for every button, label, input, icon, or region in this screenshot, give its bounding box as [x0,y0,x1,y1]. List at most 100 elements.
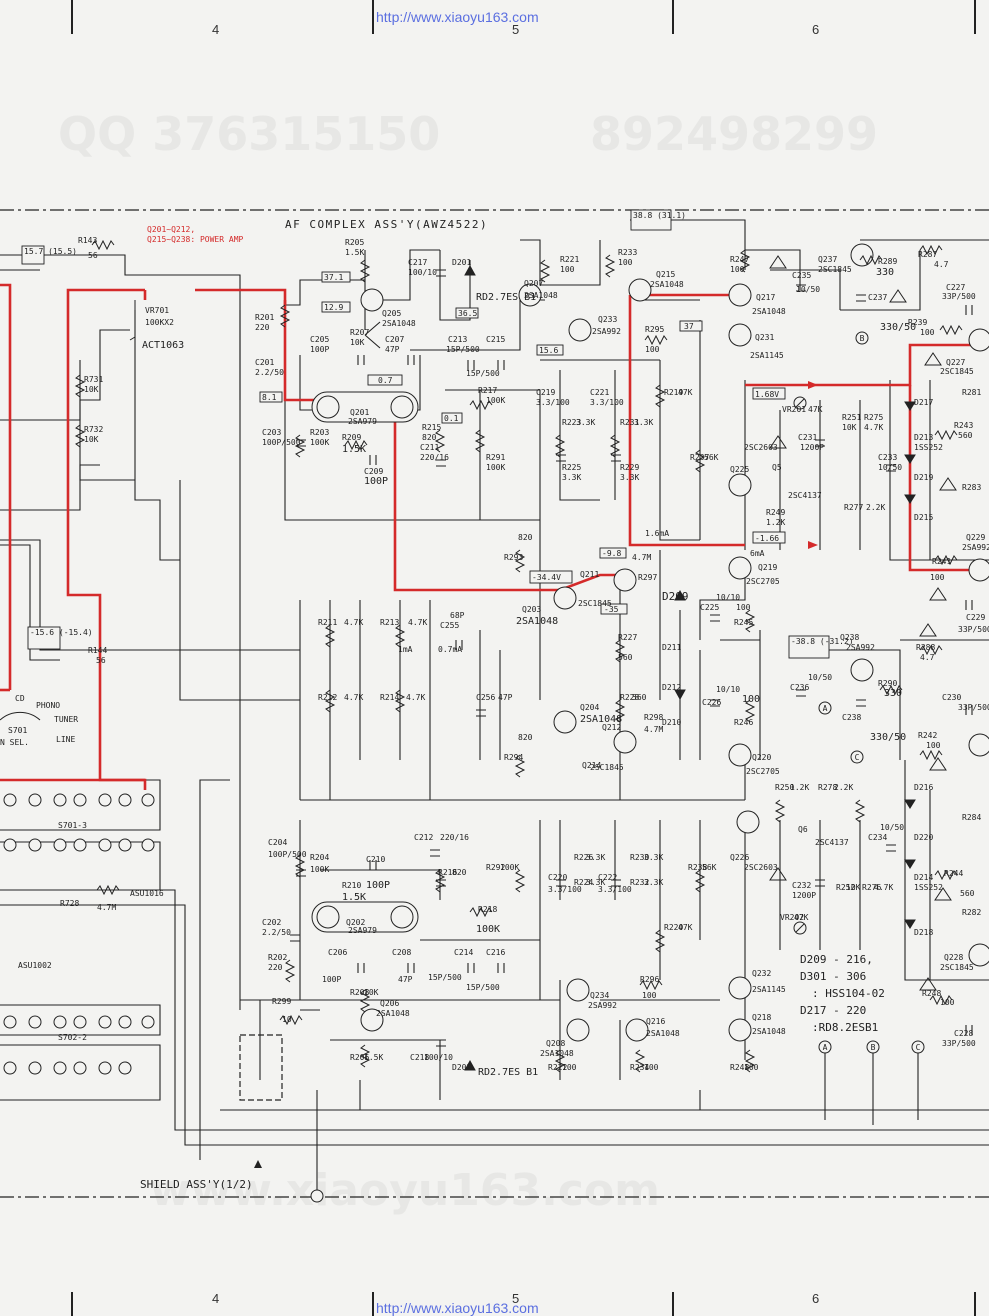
label-r209: R209 [342,433,361,442]
watermark-qq: QQ 376315150 [58,107,440,161]
label-c209: C209 [364,467,383,476]
svg-text:4.7K: 4.7K [408,618,427,627]
label-c211: C211 [420,443,439,452]
label-c225: C225 [700,603,719,612]
voltage-8-1: 8.1 [262,393,277,402]
label-q237: Q237 [818,255,837,264]
svg-text:47P: 47P [398,975,413,984]
svg-text:2SC2603: 2SC2603 [744,443,778,452]
label-d210: D210 [662,718,681,727]
label-r278: R278 [818,783,837,792]
svg-text:56: 56 [88,251,98,260]
label-c202: C202 [262,918,281,927]
voltage-37: 37 [684,322,694,331]
voltage-38-8: 38.8 (31.1) [633,211,686,220]
label-c201: C201 [255,358,274,367]
svg-text:100K: 100K [500,863,519,872]
label-r223: R223 [562,418,581,427]
svg-text:4.7K: 4.7K [874,883,893,892]
label-r245: R245 [734,618,753,627]
svg-text:820: 820 [518,533,533,542]
voltage-boxes [21,209,830,659]
svg-text:220: 220 [268,963,283,972]
svg-text:100P: 100P [310,345,329,354]
svg-text:220: 220 [255,323,270,332]
svg-text:4.7K: 4.7K [344,693,363,702]
current-arrow-down-icon [808,541,818,549]
label-q5: Q5 [772,463,782,472]
svg-text:56K: 56K [702,863,717,872]
svg-text:15P/500: 15P/500 [446,345,480,354]
capacitor-symbols [290,269,973,1047]
label-q219: Q219 [758,563,777,572]
svg-text:47K: 47K [808,405,823,414]
voltage-neg-15-6: -15.6 (-15.4) [30,628,93,637]
label-c226: C226 [702,698,721,707]
svg-text:100: 100 [930,573,945,582]
label-r222: R222 [548,1063,567,1072]
label-r252: R252 [836,883,855,892]
shield-arrow-icon [254,1160,262,1168]
voltage-12-9: 12.9 [324,303,343,312]
svg-text:2.2/50: 2.2/50 [262,928,291,937]
label-r239: R239 [908,318,927,327]
label-c214: C214 [454,948,473,957]
current-1ma: 1mA [398,645,413,654]
svg-text:100K: 100K [476,924,500,935]
label-r226: R226 [574,853,593,862]
label-q208: Q208 [546,1039,565,1048]
svg-text:100K: 100K [310,865,329,874]
svg-text:100P/500: 100P/500 [262,438,301,447]
label-r284: R284 [962,813,981,822]
svg-text:2SA992: 2SA992 [588,1001,617,1010]
label-r732: R732 [84,425,103,434]
svg-text:10: 10 [282,1015,292,1024]
svg-text:ACT1063: ACT1063 [142,340,184,351]
svg-text:4.7M: 4.7M [97,903,116,912]
svg-text:330: 330 [876,267,894,278]
label-r234: R234 [630,1063,649,1072]
svg-text:330/50: 330/50 [870,732,906,743]
label-r248-b: R248 [922,989,941,998]
label-c218: C218 [410,1053,429,1062]
label-c212: C212 [414,833,433,842]
label-d212: D212 [662,683,681,692]
ruler-top-4: 4 [212,22,219,37]
label-c228: C228 [954,1029,973,1038]
label-c204: C204 [268,838,287,847]
label-q216: Q216 [646,1017,665,1026]
diode-note-2: D301 - 306 [800,970,866,983]
voltage-labels: 15.7 (15.5) 37.1 12.9 36.5 0.7 8.1 0.1 3… [24,211,854,646]
bottom-ruler [71,1292,976,1316]
label-q215: Q215 [656,270,675,279]
label-r291: R291 [486,453,505,462]
svg-text:100: 100 [642,991,657,1000]
label-q229: Q229 [966,533,985,542]
diode-symbols [464,264,916,1071]
svg-text:1.5K: 1.5K [364,1053,383,1062]
svg-text:33P/500: 33P/500 [942,292,976,301]
label-src-cd: CD [15,694,25,703]
svg-text:47P: 47P [385,345,400,354]
svg-text:560: 560 [960,889,975,898]
svg-text:3.3/100: 3.3/100 [548,885,582,894]
label-vr701: VR701 [145,306,169,315]
svg-text:100: 100 [730,265,745,274]
label-r225: R225 [562,463,581,472]
svg-text:2SC2705: 2SC2705 [746,767,780,776]
svg-text:10K: 10K [84,385,99,394]
label-r227: R227 [618,633,637,642]
current-0-7ma: 0.7mA [438,645,462,654]
footer-url[interactable]: http://www.xiaoyu163.com [376,1300,539,1316]
svg-text:2SA1048: 2SA1048 [382,319,416,328]
label-r217: R217 [478,386,497,395]
svg-text:2SC2705: 2SC2705 [746,577,780,586]
label-r203: R203 [310,428,329,437]
svg-text:4.7K: 4.7K [406,693,425,702]
voltage-0-1: 0.1 [444,414,459,423]
label-d216: D216 [914,783,933,792]
ruler-top-6: 6 [812,22,819,37]
svg-text:3.3K: 3.3K [562,473,581,482]
header-url[interactable]: http://www.xiaoyu163.com [376,9,539,25]
assembly-boundary [0,209,989,1198]
